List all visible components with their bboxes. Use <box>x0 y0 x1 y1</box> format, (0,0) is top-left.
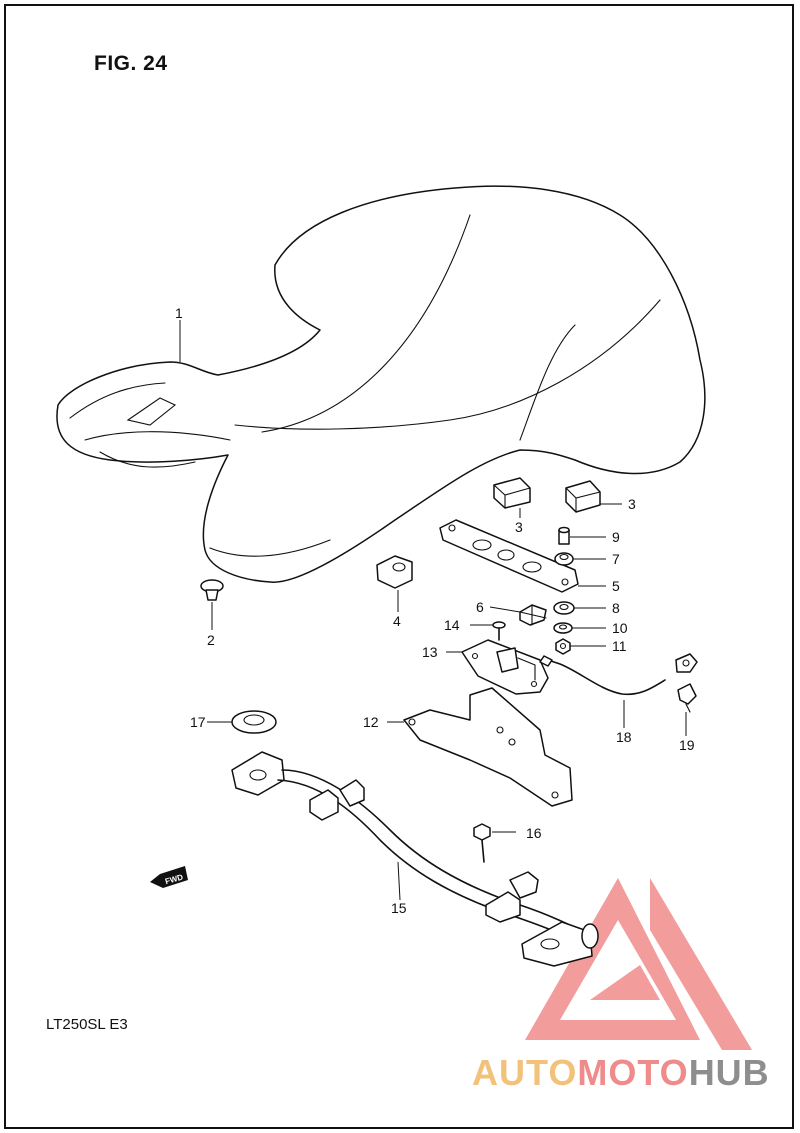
callout-12: 12 <box>363 714 379 730</box>
page-border <box>4 4 794 1129</box>
seat-lock-part <box>461 639 549 695</box>
cushion-part-left <box>493 477 531 509</box>
callout-15: 15 <box>391 900 407 916</box>
watermark-part-c: HUB <box>688 1052 770 1093</box>
cable-clip-part <box>677 683 697 713</box>
callout-10: 10 <box>612 620 628 636</box>
washer-part <box>553 601 575 615</box>
callout-18: 18 <box>616 729 632 745</box>
large-grommet-part <box>231 710 277 734</box>
washer-part-2 <box>553 622 573 634</box>
latch-plate-part <box>439 519 579 593</box>
figure-title: FIG. 24 <box>94 52 168 75</box>
callout-6: 6 <box>476 599 484 615</box>
model-code-label: LT250SL E3 <box>46 1016 128 1033</box>
callout-3b: 3 <box>628 496 636 512</box>
grommet-part <box>554 552 574 566</box>
nut-part <box>555 638 571 655</box>
bracket-plate-part <box>403 687 573 807</box>
callout-7: 7 <box>612 551 620 567</box>
callout-14: 14 <box>444 617 460 633</box>
callout-9: 9 <box>612 529 620 545</box>
forward-direction-badge: FWD <box>150 866 188 888</box>
callout-19: 19 <box>679 737 695 753</box>
watermark-logo-icon <box>525 878 752 1050</box>
seat-assembly <box>56 185 706 583</box>
rivet-part <box>200 579 224 601</box>
cushion-part-right <box>565 480 601 513</box>
watermark-part-b: MOTO <box>577 1052 689 1093</box>
callout-1: 1 <box>175 305 183 321</box>
callout-13: 13 <box>422 644 438 660</box>
watermark-part-a: AUTO <box>472 1052 578 1093</box>
callout-16: 16 <box>526 825 542 841</box>
leader-lines <box>179 320 687 901</box>
callout-11: 11 <box>612 638 627 654</box>
release-cable-part <box>539 653 698 696</box>
callout-5: 5 <box>612 578 620 594</box>
callout-4: 4 <box>393 613 401 629</box>
callout-8: 8 <box>612 600 620 616</box>
collar-part <box>558 526 570 545</box>
callout-3a: 3 <box>515 519 523 535</box>
callout-2: 2 <box>207 632 215 648</box>
watermark-text: AUTOMOTOHUB <box>472 1052 770 1094</box>
callout-17: 17 <box>190 714 206 730</box>
lever-part <box>519 604 547 626</box>
callout-labels: 1 2 3 3 4 5 6 7 8 9 10 11 12 13 14 15 16… <box>175 305 695 916</box>
seat-frame-part <box>231 751 599 967</box>
stopper-block-part <box>376 555 413 589</box>
bolt-part <box>473 823 491 863</box>
screw-part <box>492 621 506 641</box>
